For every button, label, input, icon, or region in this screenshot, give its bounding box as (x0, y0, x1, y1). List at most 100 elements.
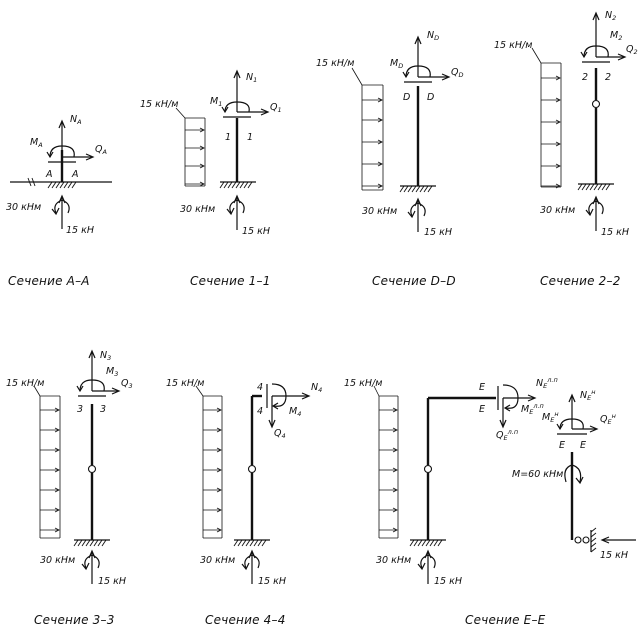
svg-text:15 кН: 15 кН (98, 576, 126, 587)
svg-text:30 кНм: 30 кНм (180, 204, 215, 215)
svg-text:1: 1 (247, 132, 253, 143)
reaction-moment-arrow (420, 554, 436, 569)
caption: Сечение A–A (8, 274, 90, 288)
svg-text:3: 3 (100, 404, 106, 415)
svg-text:15 кН: 15 кН (434, 576, 462, 587)
svg-text:MA: MA (30, 137, 43, 149)
svg-text:NEл.п: NEл.п (536, 376, 558, 390)
caption: Сечение 2–2 (540, 274, 621, 288)
distributed-load (373, 385, 399, 539)
reaction-force-label: 15 кН (66, 225, 94, 236)
applied-moment-arrow (564, 464, 582, 483)
svg-text:MEл.п: MEл.п (521, 402, 544, 416)
hinge (87, 464, 97, 474)
svg-text:A: A (45, 169, 53, 180)
panel-section-e: 15 кН/м E E NEл.п MEл.п QEл.п E E NEн ME… (344, 376, 636, 627)
svg-text:30 кНм: 30 кНм (362, 206, 397, 217)
hinge (591, 99, 601, 109)
svg-text:15 кН/м: 15 кН/м (6, 378, 44, 389)
svg-text:3: 3 (77, 404, 83, 415)
ground-hatch (47, 181, 77, 189)
svg-text:M3: M3 (106, 366, 118, 378)
ground-hatch (577, 183, 611, 191)
ground-hatch (409, 539, 443, 547)
distributed-load (351, 67, 384, 191)
caption: Сечение 1–1 (190, 274, 271, 288)
moment-arrow (271, 383, 287, 407)
svg-text:15 кН: 15 кН (242, 226, 270, 237)
svg-text:MD: MD (390, 58, 403, 70)
svg-text:15 кН: 15 кН (258, 576, 286, 587)
distributed-load (33, 385, 61, 539)
ground-hatch (73, 539, 107, 547)
svg-text:15 кН: 15 кН (601, 227, 629, 238)
svg-text:NA: NA (70, 114, 82, 126)
distributed-load (531, 47, 562, 189)
panel-section-1: 15 кН/м N1 M1 Q1 1 1 30 кНм 15 кН Сечени… (140, 69, 282, 288)
distributed-load (175, 107, 206, 187)
reaction-moment-arrow (54, 199, 70, 214)
panel-section-d: 15 кН/м ND MD QD D D 30 кНм 15 кН Сечени… (316, 30, 464, 288)
svg-text:Q2: Q2 (626, 44, 638, 56)
svg-text:NEн: NEн (580, 388, 595, 402)
svg-text:15 кН/м: 15 кН/м (344, 378, 382, 389)
svg-text:15 кН: 15 кН (424, 227, 452, 238)
panel-section-4: 15 кН/м N4 M4 Q4 4 4 30 кНм 15 кН Сечени… (166, 378, 322, 627)
svg-text:M2: M2 (610, 30, 622, 42)
svg-text:N4: N4 (311, 382, 322, 394)
svg-text:E: E (479, 382, 485, 393)
roller-support (574, 527, 597, 553)
svg-text:15 кН/м: 15 кН/м (166, 378, 204, 389)
svg-text:M4: M4 (289, 406, 301, 418)
svg-text:N3: N3 (100, 350, 111, 362)
svg-text:N2: N2 (605, 10, 616, 22)
svg-text:QD: QD (451, 67, 464, 79)
svg-text:Q3: Q3 (121, 378, 133, 390)
panel-section-3: 15 кН/м N3 M3 Q3 3 3 30 кНм 15 кН Сечени… (6, 349, 133, 627)
svg-text:1: 1 (225, 132, 231, 143)
applied-moment-label: M=60 кНм (512, 469, 563, 480)
caption: Сечение D–D (372, 274, 456, 288)
caption: Сечение 4–4 (205, 613, 286, 627)
svg-text:30 кНм: 30 кНм (376, 555, 411, 566)
reaction-moment-label: 30 кНм (6, 202, 41, 213)
reaction-moment-arrow (588, 200, 604, 215)
svg-text:30 кНм: 30 кНм (40, 555, 75, 566)
svg-text:E: E (559, 440, 565, 451)
reaction-moment-arrow (229, 199, 245, 214)
reaction-moment-arrow (410, 202, 426, 217)
svg-text:2: 2 (582, 72, 588, 83)
svg-text:Q1: Q1 (270, 102, 282, 114)
ground-hatch (219, 181, 253, 189)
svg-text:ND: ND (427, 30, 439, 42)
distributed-load (195, 385, 223, 539)
dist-load-label: 15 кН/м (140, 99, 178, 110)
svg-text:2: 2 (605, 72, 611, 83)
svg-text:E: E (580, 440, 586, 451)
panel-section-2: 15 кН/м N2 M2 Q2 2 2 30 кНм 15 кН Сечени… (494, 10, 638, 288)
svg-text:30 кНм: 30 кНм (540, 205, 575, 216)
svg-text:30 кНм: 30 кНм (200, 555, 235, 566)
svg-text:A: A (71, 169, 79, 180)
svg-text:D: D (427, 92, 434, 103)
moment-arrow-left (502, 384, 519, 409)
ground-hatch (233, 539, 267, 547)
svg-text:4: 4 (257, 382, 263, 393)
svg-text:M1: M1 (210, 96, 222, 108)
svg-text:QEн: QEн (600, 412, 616, 426)
svg-text:Q4: Q4 (274, 428, 286, 440)
hinge (247, 464, 257, 474)
svg-text:15 кН: 15 кН (600, 550, 628, 561)
svg-text:D: D (403, 92, 410, 103)
svg-text:QEл.п: QEл.п (496, 428, 518, 442)
svg-text:E: E (479, 404, 485, 415)
reaction-moment-arrow (244, 554, 260, 569)
svg-text:4: 4 (257, 406, 263, 417)
panel-section-a: NA MA QA A A 30 кНм 15 кН Сечение A–A (6, 114, 112, 288)
ground-hatch (399, 185, 433, 193)
caption: Сечение E–E (465, 613, 546, 627)
svg-text:15 кН/м: 15 кН/м (316, 58, 354, 69)
reaction-moment-arrow (84, 554, 100, 569)
